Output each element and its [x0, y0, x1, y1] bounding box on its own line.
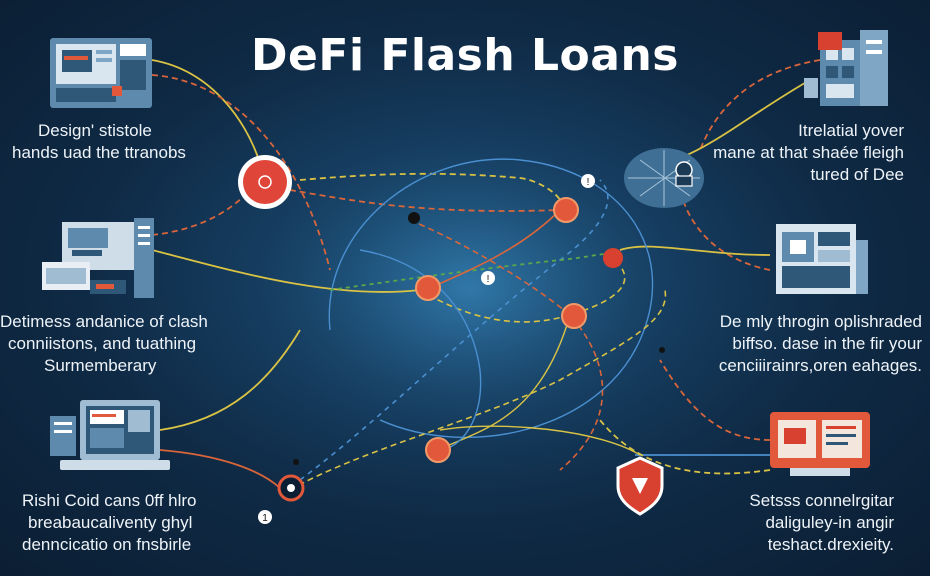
- node-dark: [408, 212, 420, 224]
- connector-line: [159, 329, 301, 431]
- orbit-line: [359, 249, 482, 451]
- caption-line: teshact.drexieity.: [767, 535, 894, 554]
- globe-icon: [624, 148, 704, 208]
- shield-icon: [616, 456, 664, 516]
- caption-line: De mly throgin oplishraded: [719, 312, 922, 331]
- server-rack-illustration: [804, 30, 888, 106]
- caption-line: Design' stistole: [38, 121, 152, 140]
- connector-line: [699, 59, 821, 151]
- connector-line: [619, 245, 771, 256]
- caption-left-bottom: Rishi Coid cans 0ff hlro breabaucalivent…: [22, 490, 197, 556]
- label-node-n1: [581, 174, 595, 188]
- caption-right-bottom: Setsss connelrgitar daliguley-in angir t…: [749, 490, 894, 556]
- connector-line: [151, 249, 421, 293]
- label-node-n2: [481, 271, 495, 285]
- caption-line: hands uad the ttranobs: [12, 143, 186, 162]
- node-dark: [293, 459, 299, 465]
- caption-line: Rishi Coid cans 0ff hlro: [22, 491, 197, 510]
- connector-line: [599, 419, 771, 475]
- main-node-icon: [258, 175, 272, 189]
- orbit-line: [429, 209, 561, 289]
- server-illustration: [42, 218, 154, 298]
- caption-line: conniistons, and tuathing: [8, 334, 197, 353]
- connector-line: [299, 172, 563, 211]
- orbit-line: [439, 425, 641, 456]
- laptop-illustration: [50, 400, 170, 470]
- node: [415, 275, 441, 301]
- label-node-n3: [258, 510, 272, 524]
- orbit-line: [409, 219, 604, 471]
- node-center: [287, 484, 295, 492]
- dashboard-illustration: [50, 38, 152, 108]
- caption-line: mane at that shaée fleigh: [713, 143, 904, 162]
- caption-right-top: Itrelatial yover mane at that shaée flei…: [713, 120, 904, 186]
- caption-line: biffso. dase in the fir your: [732, 334, 922, 353]
- caption-line: Itrelatial yover: [798, 121, 904, 140]
- caption-line: Surmemberary: [44, 356, 157, 375]
- node-dark: [659, 347, 665, 353]
- machine-illustration: [776, 224, 868, 294]
- caption-line: tured of Dee: [810, 165, 904, 184]
- connector-line: [151, 194, 246, 236]
- node-label: 1: [262, 513, 268, 524]
- center-glow: [210, 100, 730, 480]
- main-node: [243, 160, 287, 204]
- connector-line: [159, 449, 281, 489]
- caption-right-mid: De mly throgin oplishraded biffso. dase …: [719, 311, 922, 377]
- node-label: !: [487, 274, 490, 285]
- caption-left-mid: Detimess andanice of clash conniistons, …: [0, 311, 208, 377]
- caption-line: cenciiirainrs,oren eahages.: [718, 356, 922, 375]
- caption-line: Setsss connelrgitar: [749, 491, 894, 510]
- node: [553, 197, 579, 223]
- node: [561, 303, 587, 329]
- orbit-line: [328, 158, 654, 438]
- connector-line: [151, 74, 331, 271]
- orbit-line: [289, 289, 667, 491]
- browser-window-illustration: [770, 412, 870, 476]
- orbit-line: [437, 314, 571, 451]
- caption-line: Detimess andanice of clash: [0, 312, 208, 331]
- node-label: !: [587, 177, 590, 188]
- orbit-line: [329, 253, 613, 291]
- node-group: [238, 155, 665, 524]
- caption-line: daliguley-in angir: [765, 513, 894, 532]
- orbit-line: [419, 257, 626, 323]
- caption-line: denncicatio on fnsbirle: [22, 535, 192, 554]
- caption-left-top: Design' stistole hands uad the ttranobs: [12, 120, 186, 164]
- node: [603, 248, 623, 268]
- page-title: DeFi Flash Loans: [251, 30, 679, 81]
- connector-line: [289, 189, 561, 212]
- node: [425, 437, 451, 463]
- caption-line: breabaucaliventy ghyl: [28, 513, 193, 532]
- connector-line: [659, 359, 771, 441]
